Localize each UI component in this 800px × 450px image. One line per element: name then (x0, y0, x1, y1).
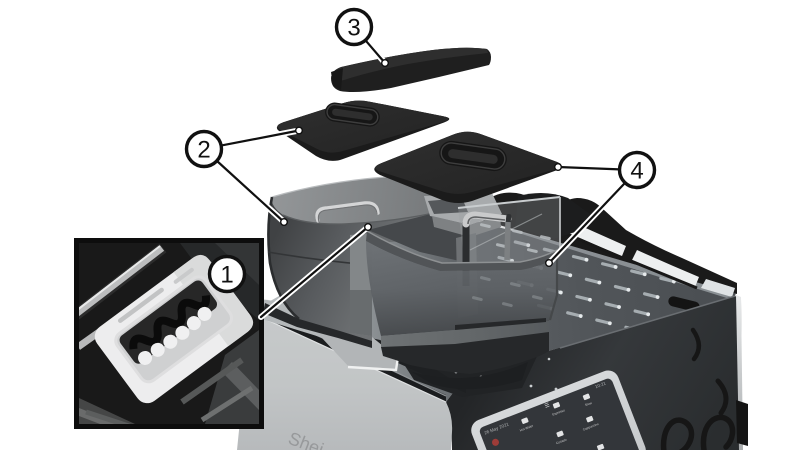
svg-text:Cortado: Cortado (555, 437, 567, 445)
svg-text:Slow: Slow (584, 401, 593, 407)
svg-text:Hot Water: Hot Water (519, 423, 535, 432)
svg-text:3: 3 (347, 15, 360, 42)
svg-text:4: 4 (630, 158, 643, 185)
svg-text:Cappuccino: Cappuccino (582, 422, 599, 432)
svg-text:2: 2 (197, 137, 210, 164)
svg-text:1: 1 (220, 262, 233, 289)
svg-text:☰: ☰ (544, 401, 551, 409)
svg-text:Espresso: Espresso (552, 408, 566, 417)
svg-text:10:21: 10:21 (594, 380, 607, 389)
